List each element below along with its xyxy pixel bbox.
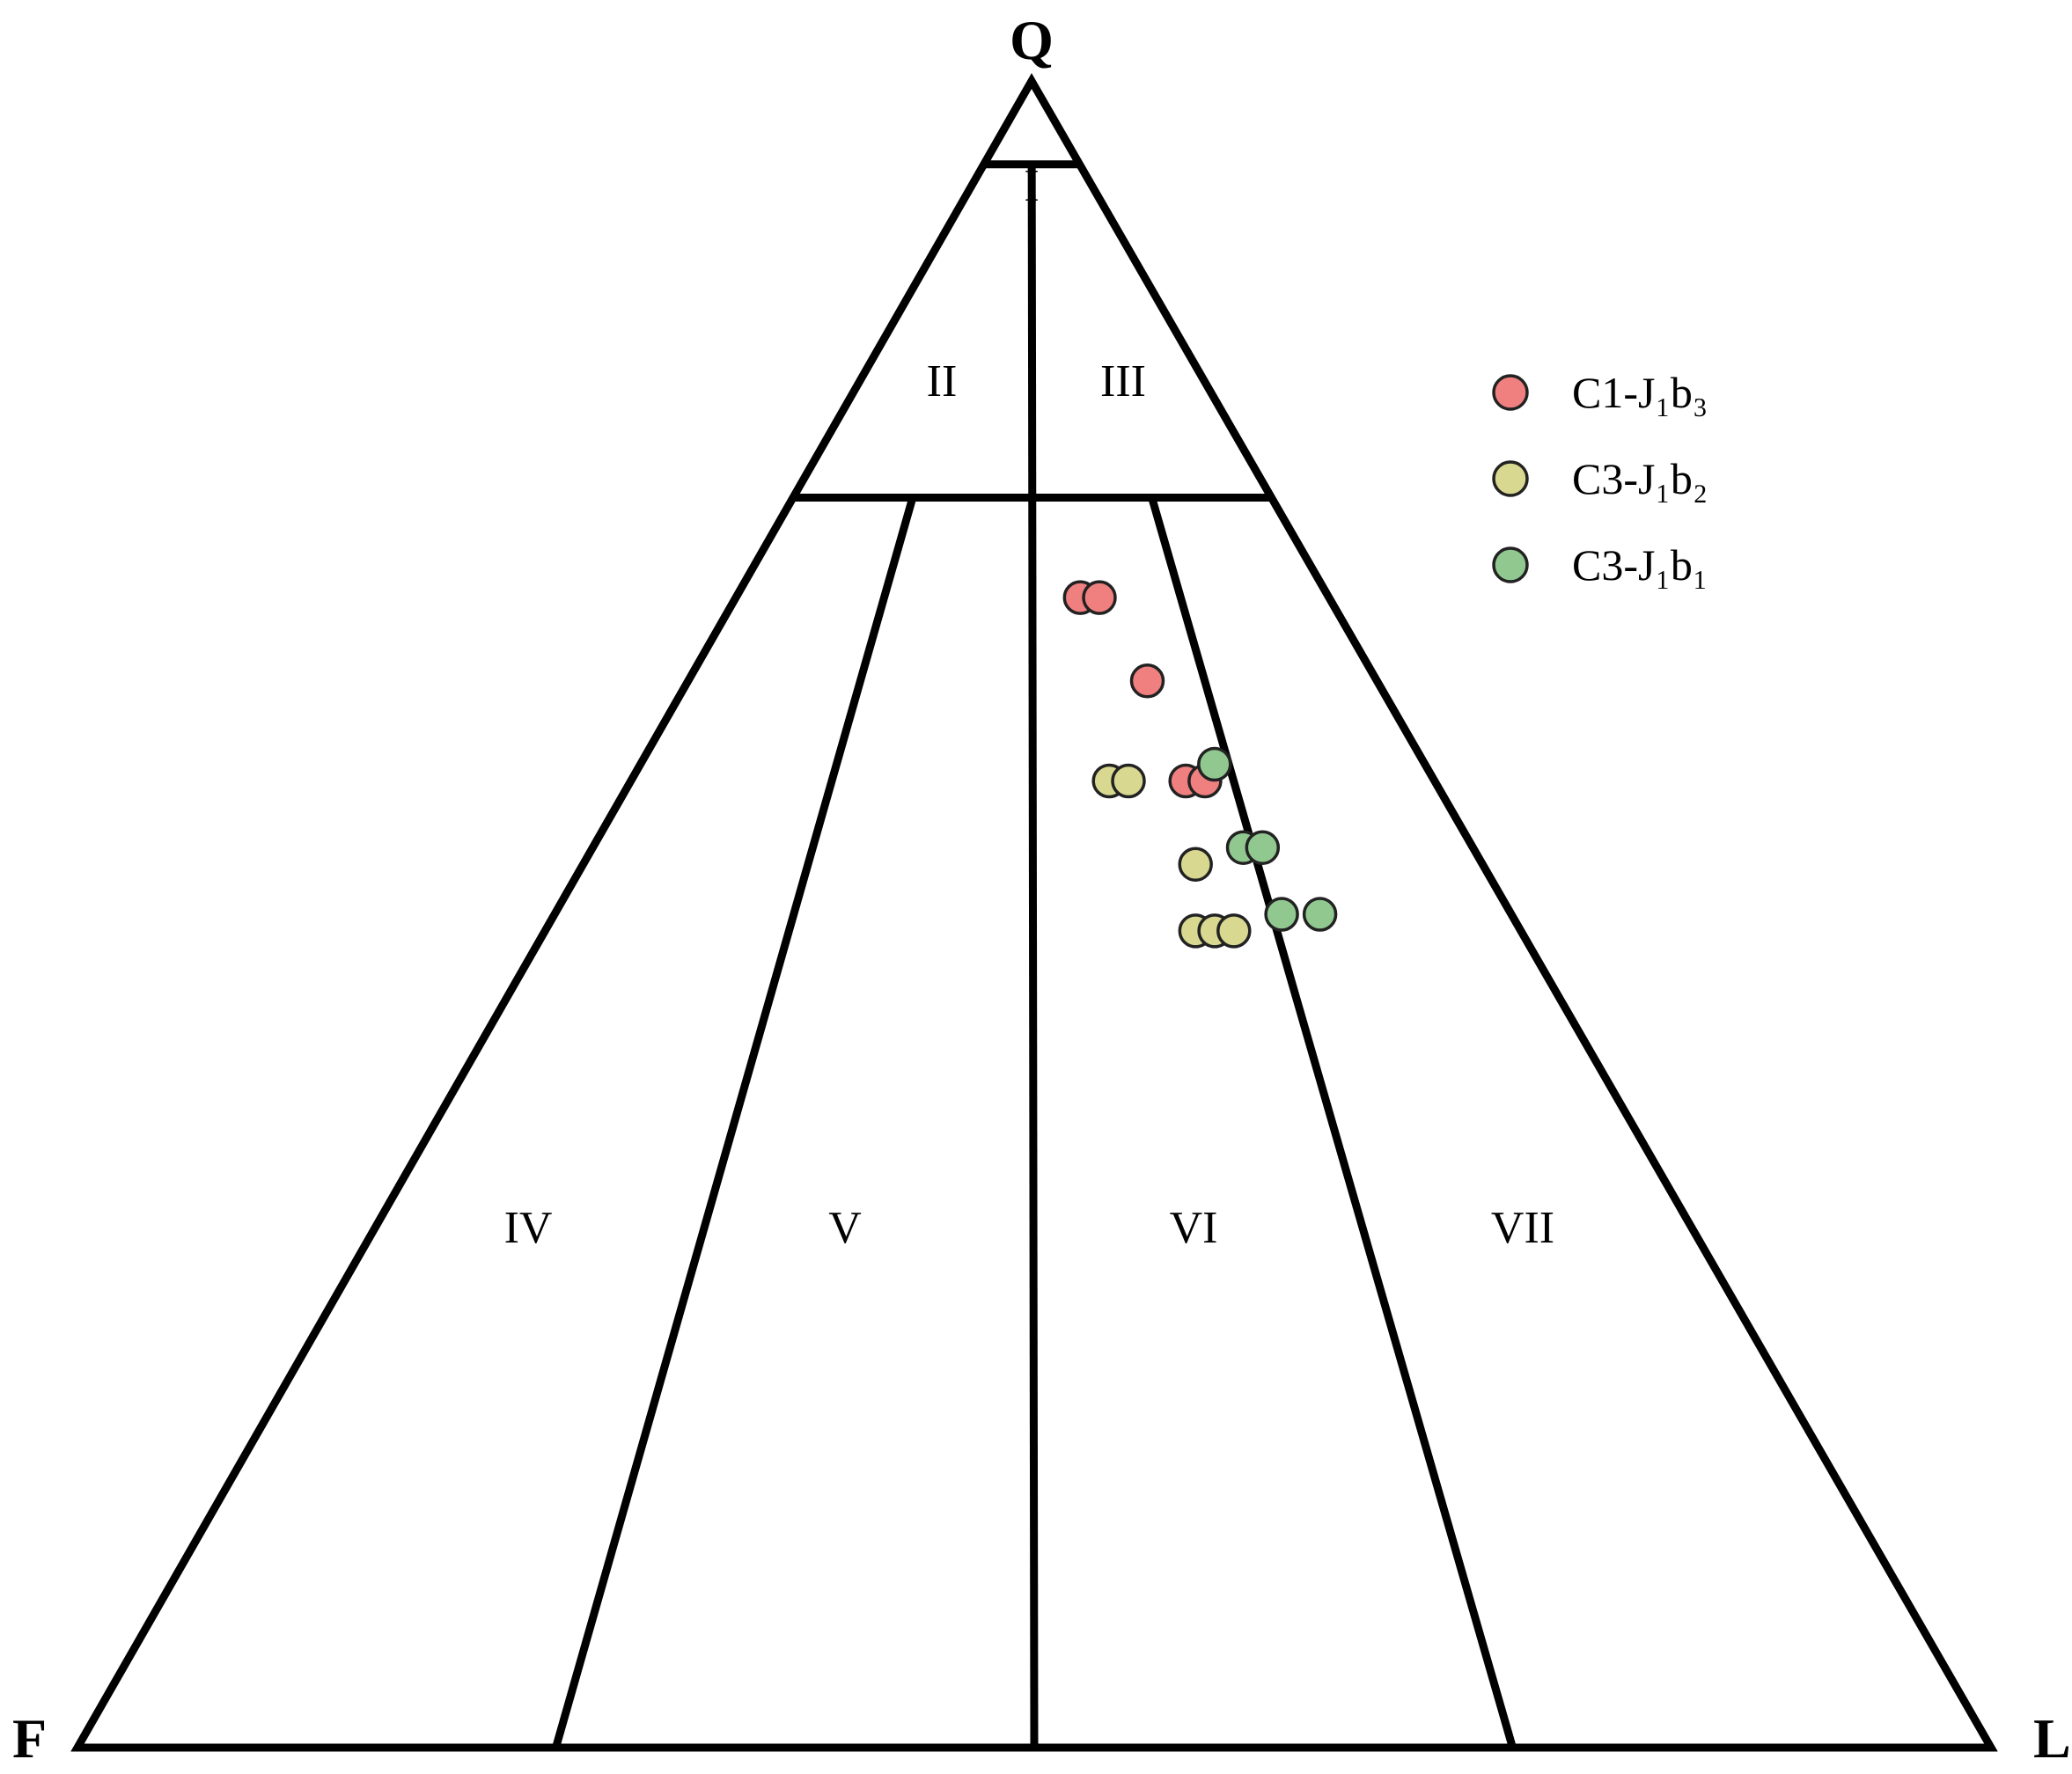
data-points bbox=[1062, 580, 1338, 949]
legend: C1-J₁b₃ C3-J₁b₂ C3-J₁b₁ bbox=[1492, 368, 1708, 590]
region-label-vi: VI bbox=[1170, 1203, 1218, 1253]
data-point-series2-3 bbox=[1178, 847, 1213, 882]
boundary-iv-v bbox=[552, 496, 917, 1749]
legend-marker-1 bbox=[1492, 374, 1529, 411]
legend-label-1: C1-J₁b₃ bbox=[1572, 368, 1708, 417]
region-label-iv: IV bbox=[504, 1203, 553, 1253]
data-point-series1-3 bbox=[1129, 663, 1165, 699]
data-point-series2-2 bbox=[1111, 763, 1146, 799]
legend-label-2: C3-J₁b₂ bbox=[1572, 454, 1708, 503]
boundary-lines bbox=[70, 72, 1998, 1752]
region-label-ii: II bbox=[927, 356, 958, 407]
apex-label-f: F bbox=[12, 1707, 47, 1770]
region-label-v: V bbox=[828, 1203, 862, 1253]
legend-label-3: C3-J₁b₁ bbox=[1572, 540, 1708, 590]
data-point-series1-2 bbox=[1082, 580, 1117, 615]
region-label-vii: VII bbox=[1491, 1203, 1554, 1253]
data-point-series2-6 bbox=[1216, 913, 1252, 949]
region-label-iii: III bbox=[1100, 356, 1146, 407]
data-point-series3-5 bbox=[1302, 897, 1338, 932]
data-point-series3-3 bbox=[1245, 830, 1281, 865]
apex-labels: Q F L bbox=[12, 9, 2071, 1770]
apex-label-l: L bbox=[2033, 1707, 2071, 1770]
apex-label-q: Q bbox=[1010, 9, 1054, 71]
boundary-f-l-midline bbox=[1027, 164, 1039, 1748]
region-label-i: I bbox=[1024, 161, 1039, 211]
data-point-series3-1 bbox=[1197, 746, 1232, 782]
legend-marker-2 bbox=[1492, 460, 1529, 497]
boundary-vi-vii bbox=[1148, 496, 1517, 1749]
data-point-series3-4 bbox=[1264, 897, 1299, 932]
legend-marker-3 bbox=[1492, 546, 1529, 583]
